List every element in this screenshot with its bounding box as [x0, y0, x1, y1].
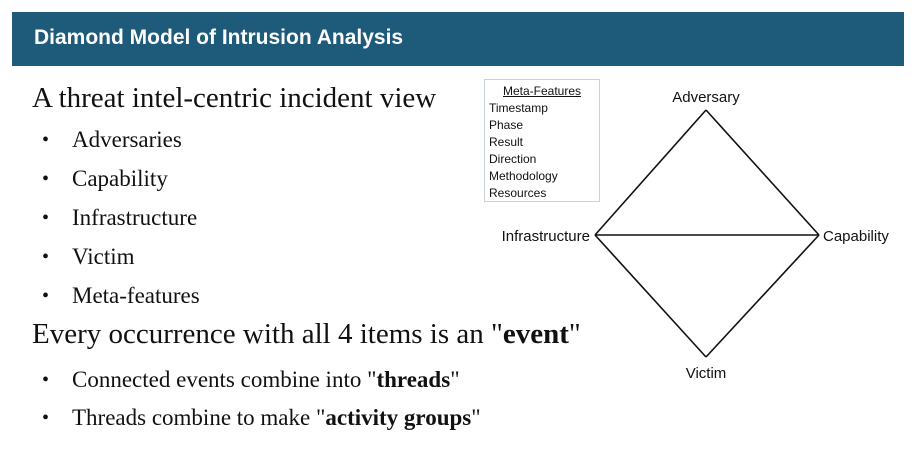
bullet-bold-term: threads	[376, 367, 451, 392]
node-label-capability: Capability	[823, 228, 889, 245]
bullet-dot: •	[42, 207, 50, 229]
bullet-text: Meta-features	[72, 283, 200, 308]
meta-item-result: Result	[489, 135, 524, 149]
bullet-meta-features: • Meta-features	[40, 279, 200, 318]
bullet-dot: •	[42, 407, 50, 429]
bullet-activity-groups: • Threads combine to make "activity group…	[40, 401, 481, 439]
bullet-dot: •	[42, 129, 50, 151]
heading-incident-view: A threat intel-centric incident view	[32, 82, 437, 114]
edge-adversary-capability	[705, 109, 820, 236]
bullet-text: Threads combine to make "	[72, 405, 326, 430]
bullet-dot: •	[42, 285, 50, 307]
bullet-text: Infrastructure	[72, 205, 198, 230]
bullet-capability: • Capability	[40, 162, 200, 201]
heading-text: Every occurrence with all 4 items is an …	[32, 318, 503, 350]
bullet-bold-term: activity groups	[325, 405, 472, 430]
bullet-dot: •	[42, 168, 50, 190]
bullet-text: Capability	[72, 166, 168, 191]
bullet-adversaries: • Adversaries	[40, 123, 200, 162]
meta-item-phase: Phase	[489, 118, 524, 132]
node-label-adversary: Adversary	[672, 89, 740, 106]
bullet-threads: • Connected events combine into "threads"	[40, 363, 481, 401]
bullet-text: Connected events combine into "	[72, 367, 377, 392]
meta-item-resources: Resources	[489, 186, 547, 200]
bullet-text: Adversaries	[72, 127, 182, 152]
meta-features-title: Meta-Features	[502, 84, 582, 98]
heading-bold-term: event	[502, 318, 569, 350]
bullet-infrastructure: • Infrastructure	[40, 201, 200, 240]
title-bar: Diamond Model of Intrusion Analysis	[12, 12, 904, 66]
edge-capability-victim	[705, 234, 820, 358]
edge-infrastructure-adversary	[594, 109, 707, 236]
node-label-infrastructure: Infrastructure	[502, 228, 590, 245]
bullet-dot: •	[42, 246, 50, 268]
slide-title: Diamond Model of Intrusion Analysis	[34, 26, 404, 49]
meta-features-box: Meta-Features Timestamp Phase Result Dir…	[484, 79, 600, 202]
meta-item-timestamp: Timestamp	[489, 101, 548, 115]
meta-item-direction: Direction	[489, 152, 537, 166]
bullet-text: "	[450, 367, 460, 392]
bullet-victim: • Victim	[40, 240, 200, 279]
edge-victim-infrastructure	[594, 234, 707, 358]
event-bullet-list: •Connected events combine into "threads"…	[40, 363, 481, 439]
diamond-edges	[594, 109, 820, 358]
bullet-dot: •	[42, 369, 50, 391]
bullet-text: "	[471, 405, 481, 430]
node-label-victim: Victim	[686, 365, 727, 382]
meta-item-methodology: Methodology	[489, 169, 558, 183]
bullet-text: Victim	[72, 244, 135, 269]
heading-text: "	[568, 318, 581, 350]
feature-bullet-list: • Adversaries • Capability • Infrastructure…	[40, 123, 200, 318]
heading-event-definition: Every occurrence with all 4 items is an …	[32, 318, 581, 351]
